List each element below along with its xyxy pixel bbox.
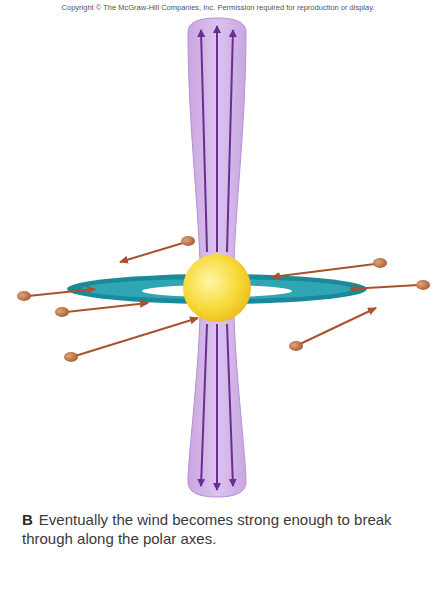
panel-letter: B — [22, 511, 33, 528]
caption-text: Eventually the wind becomes strong enoug… — [22, 511, 392, 547]
caption-block: BEventually the wind becomes strong enou… — [22, 510, 414, 548]
copyright-notice: Copyright © The McGraw-Hill Companies, I… — [4, 3, 432, 12]
